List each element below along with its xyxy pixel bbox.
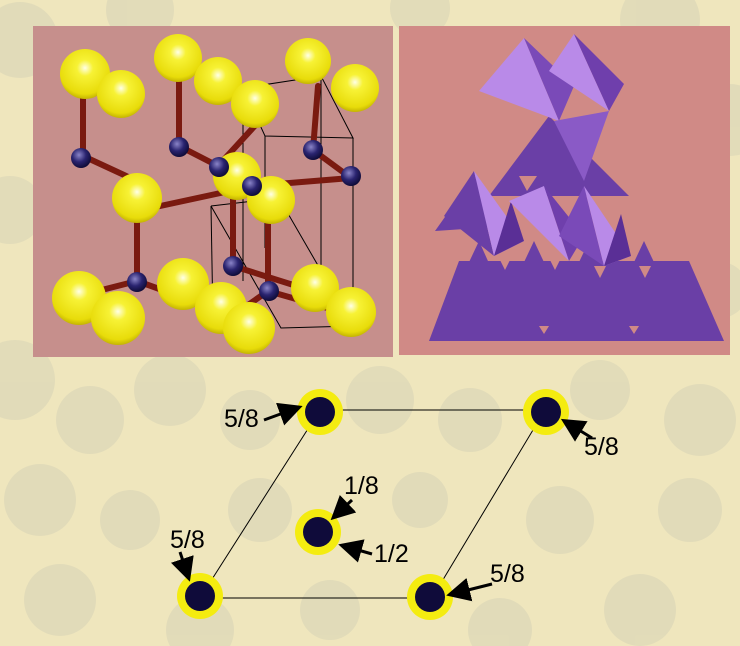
tetrahedra-gaps xyxy=(499,176,651,334)
tetrahedra-model-panel xyxy=(399,26,730,355)
height-label: 1/2 xyxy=(374,540,409,568)
projected-cell-outline xyxy=(199,409,546,599)
ball-and-stick-model xyxy=(52,34,379,354)
height-label: 5/8 xyxy=(170,526,205,554)
height-label: 5/8 xyxy=(224,405,259,433)
height-label: 5/8 xyxy=(490,560,525,588)
ball-and-stick-model-panel xyxy=(33,26,393,357)
projected-atoms xyxy=(177,389,569,620)
label-arrows xyxy=(170,402,593,602)
cation-atoms xyxy=(71,137,361,301)
tetrahedra-front-layer xyxy=(444,34,631,266)
tetrahedra-model xyxy=(429,34,724,341)
height-label: 5/8 xyxy=(584,433,619,461)
height-label: 1/8 xyxy=(344,472,379,500)
